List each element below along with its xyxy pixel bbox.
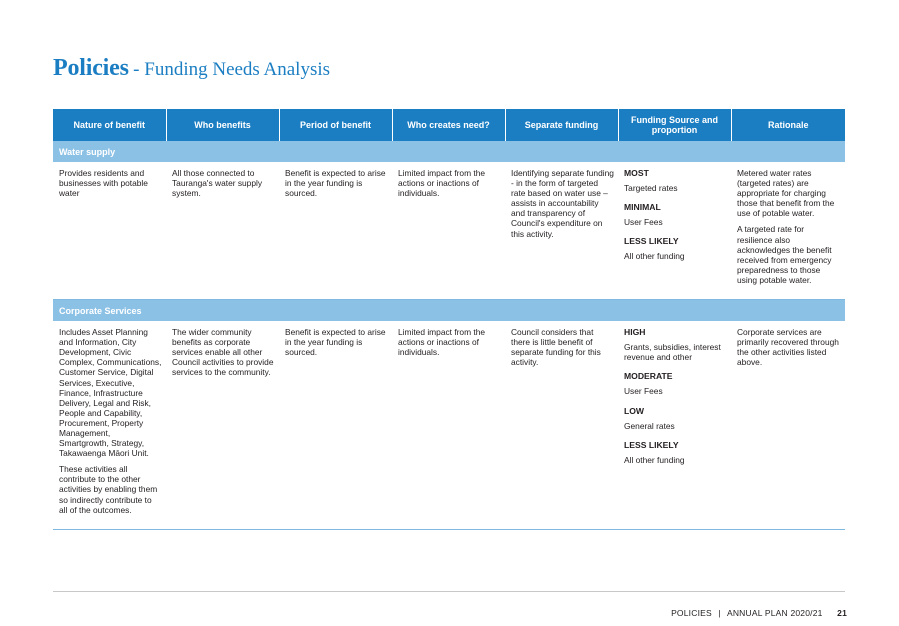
section-row-corporate-services: Corporate Services [53, 299, 845, 322]
cell-separate-funding: Identifying separate funding - in the fo… [505, 162, 618, 301]
funding-level: MINIMAL [624, 202, 661, 213]
funding-level: HIGH [624, 327, 646, 338]
cell-text: Corporate services are primarily recover… [737, 327, 839, 368]
header-who-creates-need: Who creates need? [392, 109, 506, 141]
cell-text: A targeted rate for resilience also ackn… [737, 224, 832, 285]
header-nature-of-benefit: Nature of benefit [53, 109, 167, 141]
header-rationale: Rationale [731, 109, 845, 141]
footer-separator: | [718, 608, 721, 618]
table-row: Includes Asset Planning and Information,… [53, 321, 845, 530]
funding-source: All other funding [624, 251, 685, 262]
page-number: 21 [837, 608, 847, 618]
section-title: Corporate Services [53, 299, 845, 322]
header-funding-source: Funding Source and proportion [618, 109, 732, 141]
header-period-of-benefit: Period of benefit [279, 109, 393, 141]
funding-source: All other funding [624, 454, 685, 465]
cell-who-benefits: The wider community benefits as corporat… [166, 321, 279, 530]
cell-creates-need: Limited impact from the actions or inact… [392, 321, 505, 530]
funding-source: Grants, subsidies, interest revenue and … [624, 342, 721, 363]
cell-separate-funding: Council considers that there is little b… [505, 321, 618, 530]
cell-text: These activities all contribute to the o… [59, 464, 158, 515]
cell-period: Benefit is expected to arise in the year… [279, 162, 392, 301]
page-title-main: Policies [53, 55, 129, 81]
cell-funding-source: MOST Targeted rates MINIMAL User Fees LE… [618, 162, 731, 301]
cell-nature: Provides residents and businesses with p… [53, 162, 166, 301]
cell-who-benefits: All those connected to Tauranga's water … [166, 162, 279, 301]
section-row-water-supply: Water supply [53, 141, 845, 162]
funding-source: General rates [624, 420, 675, 431]
cell-rationale: Metered water rates (targeted rates) are… [731, 162, 845, 301]
cell-period: Benefit is expected to arise in the year… [279, 321, 392, 530]
cell-creates-need: Limited impact from the actions or inact… [392, 162, 505, 301]
cell-text: Provides residents and businesses with p… [59, 168, 148, 199]
cell-text: Metered water rates (targeted rates) are… [737, 168, 835, 219]
page-title-sub: - Funding Needs Analysis [133, 59, 331, 80]
funding-level: LESS LIKELY [624, 439, 679, 450]
footer-doc-title: ANNUAL PLAN 2020/21 [726, 608, 823, 618]
section-title: Water supply [53, 141, 845, 162]
header-who-benefits: Who benefits [166, 109, 280, 141]
funding-source: User Fees [624, 386, 663, 397]
cell-funding-source: HIGH Grants, subsidies, interest revenue… [618, 321, 731, 530]
page-footer: POLICIES | ANNUAL PLAN 2020/21 21 [671, 608, 847, 618]
footer-divider [53, 591, 845, 592]
funding-level: LOW [624, 405, 645, 416]
cell-nature: Includes Asset Planning and Information,… [53, 321, 166, 530]
header-separate-funding: Separate funding [505, 109, 619, 141]
funding-source: Targeted rates [624, 183, 678, 194]
table-header-row: Nature of benefit Who benefits Period of… [53, 109, 845, 141]
footer-section: POLICIES [671, 608, 712, 618]
funding-source: User Fees [624, 217, 663, 228]
funding-level: MODERATE [624, 371, 673, 382]
funding-needs-table: Nature of benefit Who benefits Period of… [53, 109, 845, 530]
funding-level: MOST [624, 168, 649, 178]
funding-level: LESS LIKELY [624, 236, 679, 247]
cell-text: Includes Asset Planning and Information,… [59, 327, 162, 459]
cell-rationale: Corporate services are primarily recover… [731, 321, 845, 530]
page-title: Policies - Funding Needs Analysis [53, 55, 330, 82]
table-row: Provides residents and businesses with p… [53, 162, 845, 301]
